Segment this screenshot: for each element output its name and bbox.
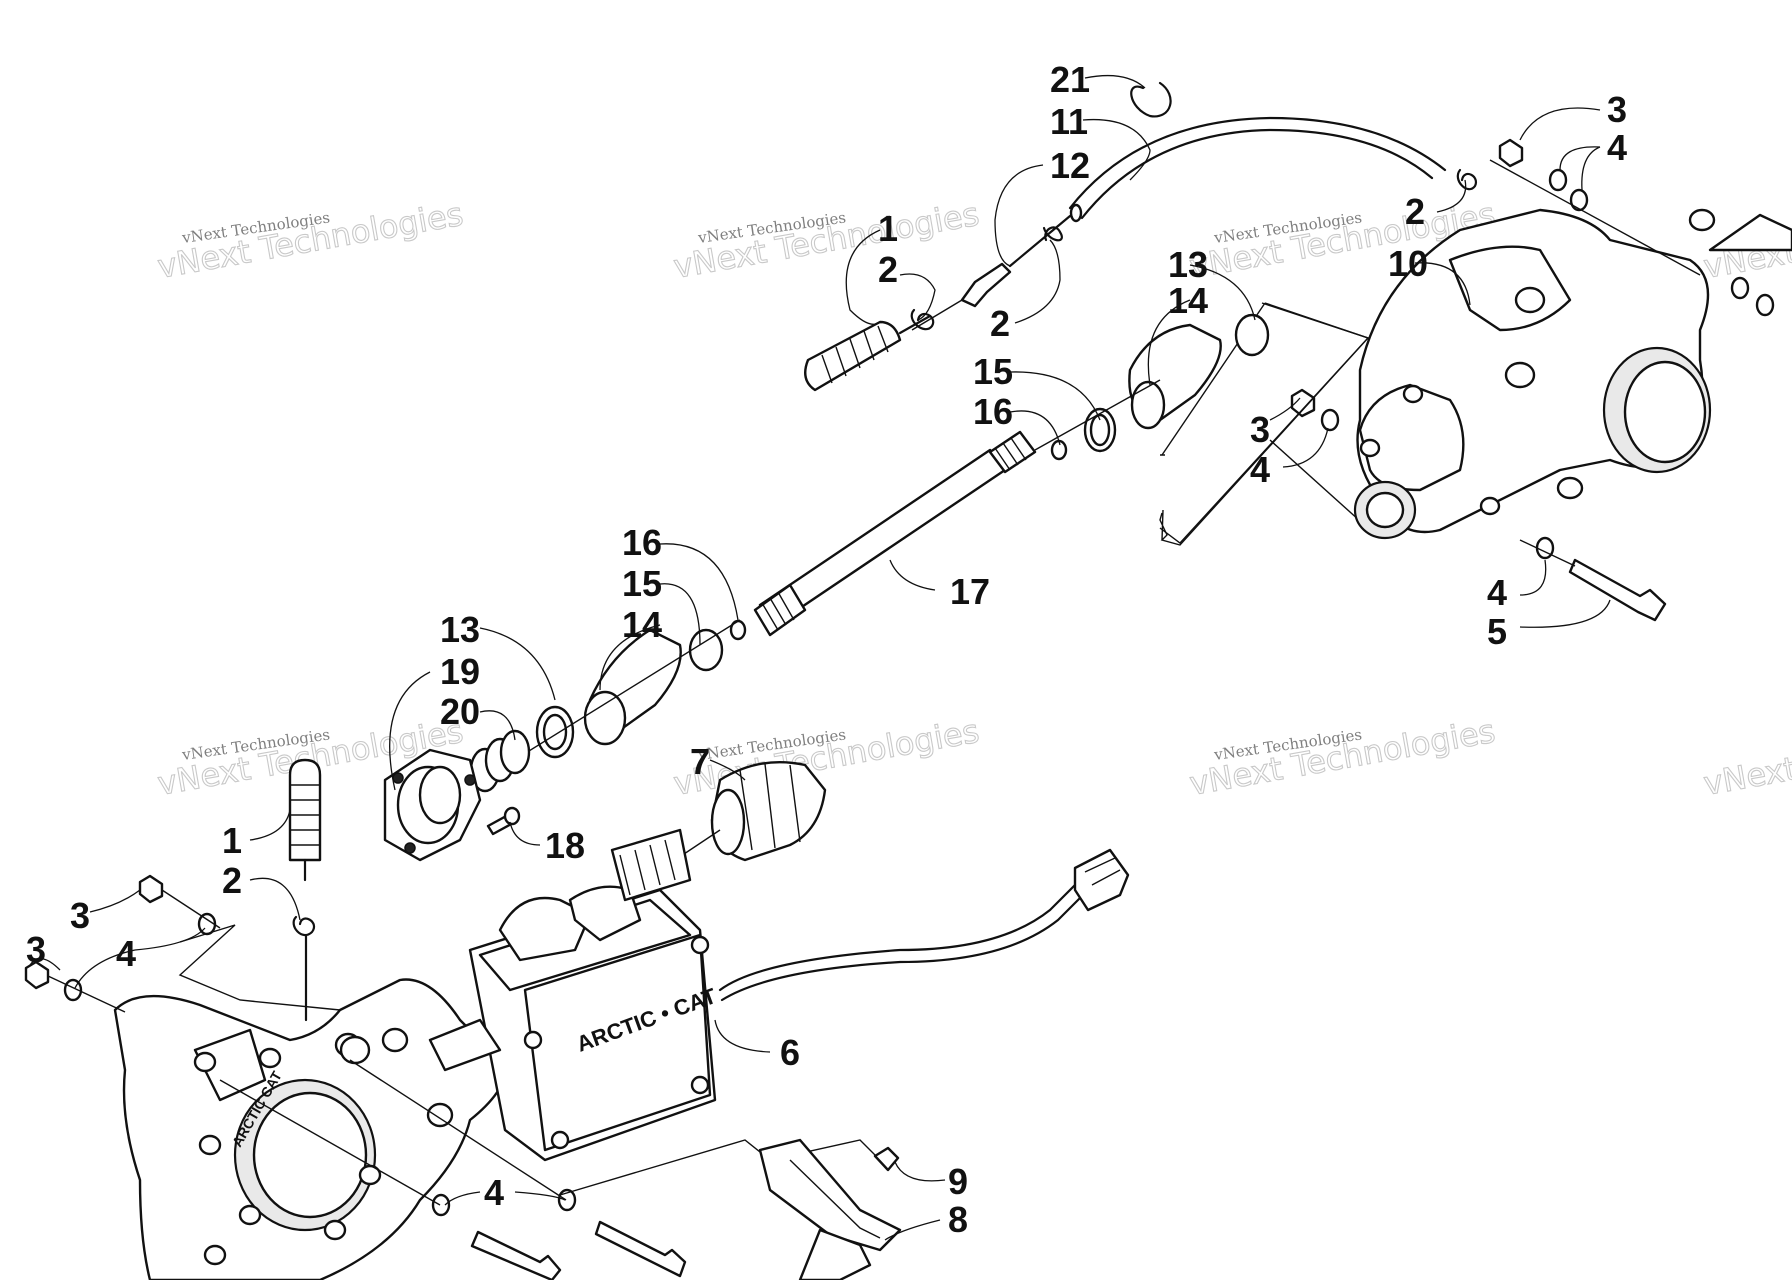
callout-8: 8 [948, 1199, 968, 1240]
callout-2: 2 [222, 860, 242, 901]
callout-11: 11 [1050, 101, 1088, 142]
rear-gear-housing [1353, 208, 1716, 540]
callout-5: 5 [1487, 611, 1507, 652]
washer [1548, 168, 1568, 192]
callout-16: 16 [973, 391, 1013, 432]
callout-3: 3 [26, 929, 46, 970]
callout-13: 13 [1168, 244, 1208, 285]
snap-ring [1130, 81, 1172, 118]
callout-17: 17 [950, 571, 990, 612]
front-gear-case: ARCTIC CAT [113, 978, 507, 1280]
callout-4: 4 [484, 1172, 504, 1213]
callout-12: 12 [1050, 145, 1090, 186]
callout-2: 2 [1405, 191, 1425, 232]
bolt-axis [1269, 439, 1371, 531]
nut [1290, 388, 1316, 418]
callout-18: 18 [545, 825, 585, 866]
nut [1498, 138, 1524, 168]
cv-boot [710, 760, 827, 862]
cv-boot-lower [535, 628, 724, 759]
hose-fitting [960, 262, 1012, 308]
washer [1755, 293, 1775, 317]
bolt-axis [1489, 159, 1701, 276]
callout-1: 1 [878, 208, 898, 249]
callout-13: 13 [440, 609, 480, 650]
callout-14: 14 [622, 604, 662, 645]
callout-14: 14 [1168, 280, 1208, 321]
bolt-axis [161, 889, 221, 929]
callout-4: 4 [1250, 449, 1270, 490]
seal-plate [383, 748, 482, 862]
cv-boot-upper [1083, 313, 1270, 453]
breather-boot-lower [288, 758, 322, 882]
callout-15: 15 [622, 563, 662, 604]
hose-clamp [910, 308, 935, 331]
hose-end [1069, 203, 1083, 223]
washer [1320, 408, 1340, 432]
hose-clamp [1456, 168, 1478, 191]
bolt [1568, 558, 1667, 622]
bolt-axis [349, 1059, 567, 1201]
hose-clamp [292, 915, 315, 937]
housing-edge [1708, 213, 1792, 252]
callout-3: 3 [1607, 89, 1627, 130]
connector-pins [1084, 857, 1121, 886]
bolt [594, 1220, 687, 1278]
callout-numbers: 21 11 12 1 2 2 3 4 2 10 13 14 15 16 3 4 … [26, 59, 1627, 1240]
bolt-axis [1519, 539, 1576, 567]
screw [873, 1146, 900, 1172]
washer [1569, 188, 1589, 212]
bolt [470, 1230, 562, 1280]
callout-21: 21 [1050, 59, 1090, 100]
watermark-large-text: vNext Technologies [1701, 712, 1792, 803]
callout-7: 7 [690, 741, 710, 782]
callout-9: 9 [948, 1161, 968, 1202]
callout-6: 6 [780, 1032, 800, 1073]
callout-19: 19 [440, 651, 480, 692]
callout-2: 2 [878, 249, 898, 290]
bracket-line [178, 924, 341, 1011]
callout-20: 20 [440, 691, 480, 732]
bolt-axis [219, 1079, 441, 1206]
spring [469, 729, 531, 793]
callout-4: 4 [1607, 127, 1627, 168]
bolt-axis [47, 975, 126, 1013]
callout-15: 15 [973, 351, 1013, 392]
vent-hose [1068, 116, 1447, 210]
washer [557, 1188, 577, 1212]
callout-2: 2 [990, 303, 1010, 344]
hose-clamp [1042, 226, 1063, 242]
callout-3: 3 [70, 895, 90, 936]
nut [24, 960, 50, 990]
screw-head [503, 806, 521, 826]
watermark-2: vNext Technologies vNext Technologies [670, 194, 982, 286]
watermark-7: vNext Technologies [1700, 711, 1792, 803]
breather-boot-upper [804, 314, 932, 392]
callout-16: 16 [622, 522, 662, 563]
shift-actuator: ARCTIC • CAT [339, 828, 720, 1162]
callout-3: 3 [1250, 409, 1270, 450]
leader-lines [29, 74, 1611, 1241]
callout-10: 10 [1388, 243, 1428, 284]
watermark-6: vNext Technologies vNext Technologies [1186, 711, 1498, 803]
callout-4: 4 [1487, 572, 1507, 613]
nut [138, 874, 164, 904]
wire-harness [718, 878, 1082, 992]
washer [1730, 276, 1750, 300]
washer [431, 1193, 451, 1217]
callout-1: 1 [222, 820, 242, 861]
fitting-axis-2 [911, 299, 963, 331]
wire-harness-edge [720, 888, 1090, 1002]
shift-bracket [758, 1138, 902, 1280]
watermark-1: vNext Technologies vNext Technologies [154, 194, 466, 286]
callout-4: 4 [116, 933, 136, 974]
vent-hose-edge [1080, 128, 1434, 220]
fitting-axis [1008, 214, 1072, 268]
